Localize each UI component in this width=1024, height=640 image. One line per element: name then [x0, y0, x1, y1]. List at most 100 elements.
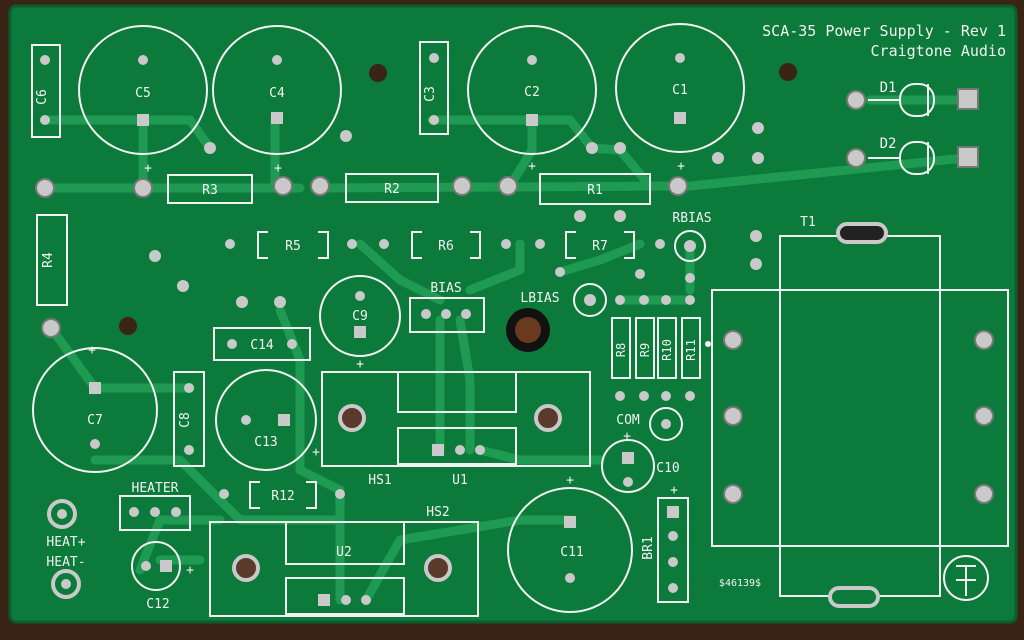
polarity-c12: +	[186, 563, 194, 578]
pad	[278, 414, 290, 426]
pad	[133, 178, 153, 198]
c10-outline	[601, 439, 655, 493]
pad	[274, 296, 286, 308]
pad	[90, 439, 100, 449]
label-heater: HEATER	[132, 481, 179, 496]
pad	[527, 55, 537, 65]
bias-outline	[409, 297, 485, 333]
pad	[615, 391, 625, 401]
pad	[177, 280, 189, 292]
hs2-hole	[232, 554, 260, 582]
lbias-knob	[515, 317, 541, 343]
pad	[684, 240, 696, 252]
board-title: SCA-35 Power Supply - Rev 1	[762, 22, 1006, 40]
pad	[379, 239, 389, 249]
pad	[149, 250, 161, 262]
pad	[723, 484, 743, 504]
label-t1: T1	[800, 215, 816, 230]
hs1-hole	[338, 404, 366, 432]
pad	[475, 445, 485, 455]
pad	[574, 210, 586, 222]
label-c11: C11	[560, 545, 583, 560]
r9-outline	[635, 317, 655, 379]
pad	[750, 230, 762, 242]
pad	[526, 114, 538, 126]
pad	[138, 55, 148, 65]
pad	[335, 489, 345, 499]
pad	[361, 595, 371, 605]
label-r10: R10	[660, 339, 674, 361]
pad	[241, 415, 251, 425]
label-bias: BIAS	[430, 281, 461, 296]
label-com: COM	[616, 413, 640, 428]
c12-outline	[131, 541, 181, 591]
pad	[535, 239, 545, 249]
pad	[685, 273, 695, 283]
label-c7: C7	[87, 413, 103, 428]
d1-outline	[899, 83, 935, 117]
c9-outline	[319, 275, 401, 357]
pad	[150, 507, 160, 517]
label-d2: D2	[880, 136, 897, 152]
label-c3: C3	[423, 86, 438, 102]
c5-outline	[78, 25, 208, 155]
pad	[661, 391, 671, 401]
pad	[271, 112, 283, 124]
pad	[141, 561, 151, 571]
pin1-dot	[705, 341, 711, 347]
pad	[461, 309, 471, 319]
c2-outline	[467, 25, 597, 155]
mounting-hole	[779, 63, 797, 81]
pad	[219, 489, 229, 499]
label-c9: C9	[352, 309, 368, 324]
r8-r11-array: R8 R9 R10 R11	[611, 295, 711, 401]
br1-outline	[657, 497, 689, 603]
label-heat-minus: HEAT-	[46, 555, 85, 570]
mounting-hole	[369, 64, 387, 82]
label-c12: C12	[146, 597, 169, 612]
c1-outline	[615, 23, 745, 153]
label-rbias: RBIAS	[672, 211, 711, 226]
pad	[639, 295, 649, 305]
pad	[340, 130, 352, 142]
pad	[160, 560, 172, 572]
r4-outline	[36, 214, 68, 306]
polarity-c11: +	[566, 473, 574, 488]
c4-outline	[212, 25, 342, 155]
pad	[655, 239, 665, 249]
pad	[40, 55, 50, 65]
label-heat-plus: HEAT+	[46, 535, 85, 550]
label-lbias: LBIAS	[520, 291, 559, 306]
c3-outline	[419, 41, 449, 135]
t1-slot-top	[836, 222, 888, 244]
label-r8: R8	[614, 343, 628, 357]
pad	[712, 152, 724, 164]
pad	[236, 296, 248, 308]
com-test-point	[649, 407, 683, 441]
pad	[723, 406, 743, 426]
pad	[171, 507, 181, 517]
serial-number: $46139$	[719, 578, 761, 589]
pad	[846, 148, 866, 168]
pad	[564, 516, 576, 528]
t1-slot-bottom	[828, 586, 880, 608]
r12-outline	[249, 481, 317, 509]
pad	[752, 122, 764, 134]
pad	[347, 239, 357, 249]
pad	[661, 419, 671, 429]
mounting-holes	[119, 63, 797, 335]
pad	[184, 383, 194, 393]
polarity-c2: +	[528, 159, 536, 174]
heater-connector	[119, 495, 191, 531]
label-u2: U2	[336, 545, 352, 560]
label-c13: C13	[254, 435, 277, 450]
pad	[614, 210, 626, 222]
r5-outline	[257, 231, 329, 259]
label-c1: C1	[672, 83, 688, 98]
r11-outline	[681, 317, 701, 379]
craigtone-logo	[943, 555, 989, 601]
label-br1: BR1	[641, 536, 656, 559]
label-c8: C8	[178, 412, 193, 428]
pad	[184, 445, 194, 455]
pad	[668, 531, 678, 541]
